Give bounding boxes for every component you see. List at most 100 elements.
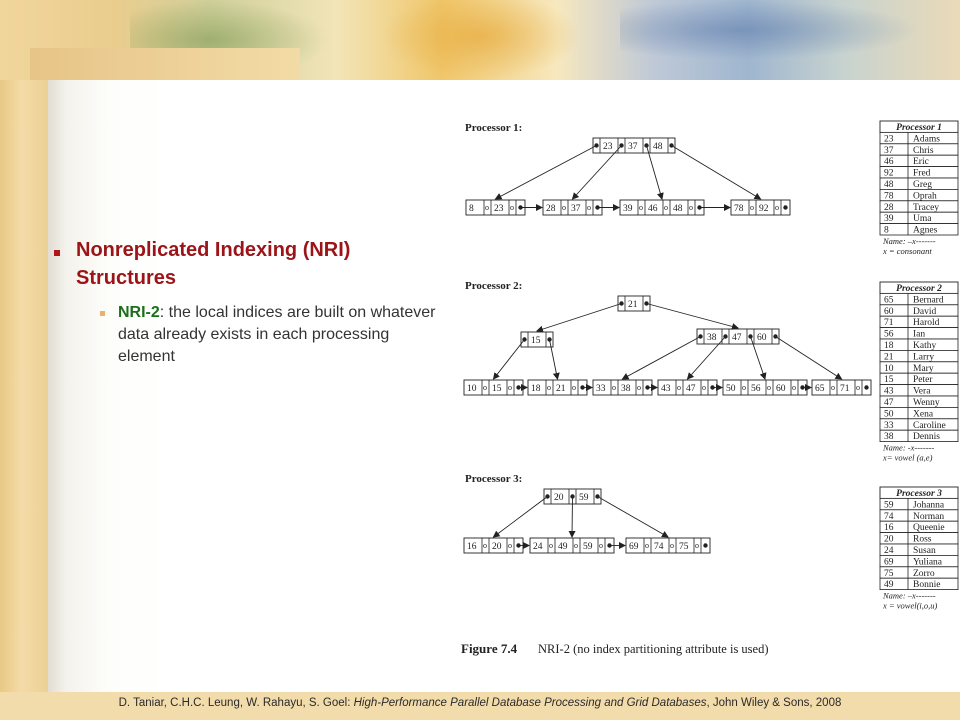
- table-cell-name: Zorro: [913, 569, 935, 579]
- tree-leaf-key: 10: [467, 384, 477, 394]
- table-cell-name: Bernard: [913, 295, 944, 305]
- table-row: [879, 577, 959, 591]
- table-title: Processor 2: [896, 284, 942, 294]
- table-note-rule: x = consonant: [882, 246, 932, 256]
- table-cell-name: Eric: [913, 157, 929, 167]
- table-title: Processor 1: [896, 123, 942, 133]
- tree-edge: [494, 145, 597, 200]
- table-cell-id: 33: [884, 421, 894, 431]
- table-cell-name: Adams: [913, 134, 940, 144]
- tree-record-pointer: o: [572, 383, 576, 392]
- tree-leaf-key: 74: [654, 542, 664, 552]
- bullet-square-icon: [54, 250, 60, 256]
- table-cell-id: 37: [884, 146, 894, 156]
- tree-record-pointer: o: [856, 383, 860, 392]
- table-cell-id: 39: [884, 214, 894, 224]
- tree-leaf-node: [730, 199, 791, 216]
- table-cell-id: 48: [884, 180, 894, 190]
- table-cell-name: Xena: [913, 409, 934, 419]
- footer-publisher: , John Wiley & Sons, 2008: [706, 697, 842, 709]
- table-cell-name: Wenny: [913, 398, 940, 408]
- table-cell-name: Ian: [913, 330, 925, 340]
- table-row: [879, 429, 959, 443]
- table-cell-name: David: [913, 307, 936, 317]
- tree-leaf-key: 56: [751, 384, 761, 394]
- table-cell-id: 20: [884, 535, 894, 545]
- tree-record-pointer: o: [742, 383, 746, 392]
- table-cell-name: Bonnie: [913, 580, 940, 590]
- tree-internal-key: 21: [628, 300, 638, 310]
- tree-sibling-pointer: [864, 385, 869, 390]
- tree-leaf-key: 21: [556, 384, 566, 394]
- processor-label: Processor 3:: [465, 473, 522, 485]
- bullet-text: NRI-2: the local indices are built on wh…: [118, 302, 438, 368]
- table-cell-id: 43: [884, 387, 894, 397]
- table-cell-id: 23: [884, 134, 894, 144]
- tree-edge: [646, 145, 664, 200]
- bullet-description: : the local indices are built on whateve…: [118, 304, 436, 365]
- tree-edge: [621, 336, 701, 380]
- tree-record-pointer: o: [612, 383, 616, 392]
- tree-internal-key: 47: [732, 333, 742, 343]
- table-cell-id: 69: [884, 557, 894, 567]
- table-cell-id: 8: [884, 226, 889, 236]
- table-cell-id: 38: [884, 432, 894, 442]
- tree-leaf-key: 48: [673, 204, 683, 214]
- tree-record-pointer: o: [670, 541, 674, 550]
- tree-edge: [536, 303, 622, 333]
- tree-edge: [686, 336, 726, 380]
- tree-leaf-key: 24: [533, 542, 543, 552]
- tree-leaf-key: 18: [531, 384, 541, 394]
- table-cell-name: Harold: [913, 318, 940, 328]
- table-note-rule: x = vowel(i,o,u): [882, 601, 938, 611]
- tree-internal-key: 37: [628, 142, 638, 152]
- tree-record-pointer: o: [508, 383, 512, 392]
- tree-record-pointer: o: [775, 203, 779, 212]
- table-cell-id: 56: [884, 330, 894, 340]
- table-note-rule: x= vowel (a,e): [882, 453, 933, 463]
- tree-record-pointer: o: [485, 203, 489, 212]
- table-note-name: Name: –x-------: [882, 236, 936, 246]
- tree-record-pointer: o: [599, 541, 603, 550]
- table-cell-id: 71: [884, 318, 894, 328]
- tree-sibling-pointer: [783, 205, 788, 210]
- table-cell-name: Uma: [913, 214, 932, 224]
- bullet-level2: NRI-2: the local indices are built on wh…: [100, 302, 452, 368]
- table-cell-name: Larry: [913, 352, 934, 362]
- tree-record-pointer: o: [689, 203, 693, 212]
- table-cell-id: 49: [884, 580, 894, 590]
- tree-leaf-key: 49: [558, 542, 568, 552]
- table-cell-id: 16: [884, 523, 894, 533]
- tree-sibling-pointer: [703, 543, 708, 548]
- table-note-name: Name: -x-------: [882, 443, 934, 453]
- tree-leaf-key: 78: [734, 204, 744, 214]
- tree-leaf-key: 23: [494, 204, 504, 214]
- table-cell-name: Susan: [913, 546, 936, 556]
- footer-citation: D. Taniar, C.H.C. Leung, W. Rahayu, S. G…: [0, 697, 960, 709]
- tree-leaf-node: [625, 537, 711, 554]
- background-left-strip: [0, 0, 48, 720]
- tree-edge: [597, 496, 669, 538]
- table-cell-name: Queenie: [913, 523, 945, 533]
- table-cell-name: Norman: [913, 512, 944, 522]
- tree-record-pointer: o: [510, 203, 514, 212]
- tree-internal-node: [617, 295, 651, 312]
- table-cell-name: Fred: [913, 169, 931, 179]
- table-note-name: Name: –x-------: [882, 591, 936, 601]
- tree-internal-key: 59: [579, 493, 589, 503]
- tree-record-pointer: o: [483, 541, 487, 550]
- processor-label: Processor 2:: [465, 280, 522, 292]
- tree-leaf-key: 50: [726, 384, 736, 394]
- tree-record-pointer: o: [637, 383, 641, 392]
- tree-record-pointer: o: [562, 203, 566, 212]
- bullet-keyword: NRI-2: [118, 304, 160, 321]
- tree-edge: [671, 145, 762, 200]
- tree-record-pointer: o: [750, 203, 754, 212]
- table-cell-id: 65: [884, 295, 894, 305]
- tree-edge: [492, 496, 548, 538]
- tree-internal-key: 23: [603, 142, 613, 152]
- tree-leaf-key: 33: [596, 384, 606, 394]
- table-cell-name: Mary: [913, 364, 934, 374]
- tree-record-pointer: o: [483, 383, 487, 392]
- tree-edge: [646, 303, 739, 330]
